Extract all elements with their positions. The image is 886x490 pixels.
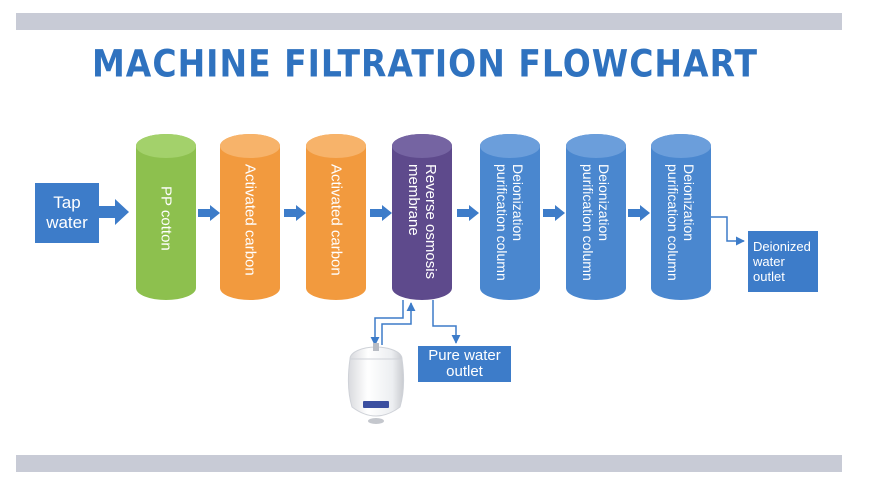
stage-label: Activated carbon [241,164,259,276]
cylinder-cap [392,134,452,158]
stage-label-line2: membrane [405,164,422,236]
pure-water-label-line2: outlet [446,363,483,380]
cylinder-cap [136,134,196,158]
arrow-icon [198,205,220,221]
stage-label-line1: Deionization [596,164,612,242]
cylinder-cap [651,134,711,158]
arrow-icon [284,205,306,221]
bottom-band [16,455,842,472]
connector-line [370,300,404,346]
connector-line [381,302,416,345]
arrow-icon [543,205,565,221]
stage-activated-carbon-1: Activated carbon [220,134,280,300]
stage-label: Deionization purification column [665,164,697,281]
arrow-icon [370,205,392,221]
stage-deionization-2: Deionization purification column [566,134,626,300]
stage-label-line2: purification column [665,164,681,281]
deionized-water-outlet-box: Deionized water outlet [748,231,818,292]
page-title: MACHINE FILTRATION FLOWCHART [91,41,759,86]
pure-water-outlet-box: Pure water outlet [418,346,511,382]
pure-water-label-line1: Pure water [428,347,501,364]
stage-deionization-3: Deionization purification column [651,134,711,300]
tap-water-label-line2: water [46,213,88,232]
stage-label-line1: Reverse osmosis [422,164,439,280]
stage-pp-cotton: PP cotton [136,134,196,300]
arrow-icon [99,199,129,225]
stage-label: Reverse osmosis membrane [405,164,439,279]
cylinder-cap [566,134,626,158]
stage-label: Deionization purification column [494,164,526,281]
arrow-icon [628,205,650,221]
cylinder-cap [480,134,540,158]
connector-line [432,300,461,344]
pressure-tank-icon [347,343,405,424]
stage-label-line2: purification column [580,164,596,281]
stage-label-line2: purification column [494,164,510,281]
stage-label-line1: Deionization [681,164,697,242]
stage-deionization-1: Deionization purification column [480,134,540,300]
top-band [16,13,842,30]
tap-water-box: Tap water [35,183,99,243]
stage-reverse-osmosis: Reverse osmosis membrane [392,134,452,300]
stage-label: Deionization purification column [580,164,612,281]
cylinder-cap [220,134,280,158]
tap-water-label-line1: Tap [53,193,81,212]
arrow-icon [457,205,479,221]
stage-label-line1: Deionization [510,164,526,242]
stage-activated-carbon-2: Activated carbon [306,134,366,300]
stage-label: Activated carbon [327,164,345,276]
stage-label: PP cotton [157,186,175,251]
deionized-label-line3: outlet [753,269,785,284]
cylinder-cap [306,134,366,158]
deionized-label-line2: water [753,254,785,269]
deionized-label-line1: Deionized [753,239,811,254]
connector-line [711,216,745,246]
